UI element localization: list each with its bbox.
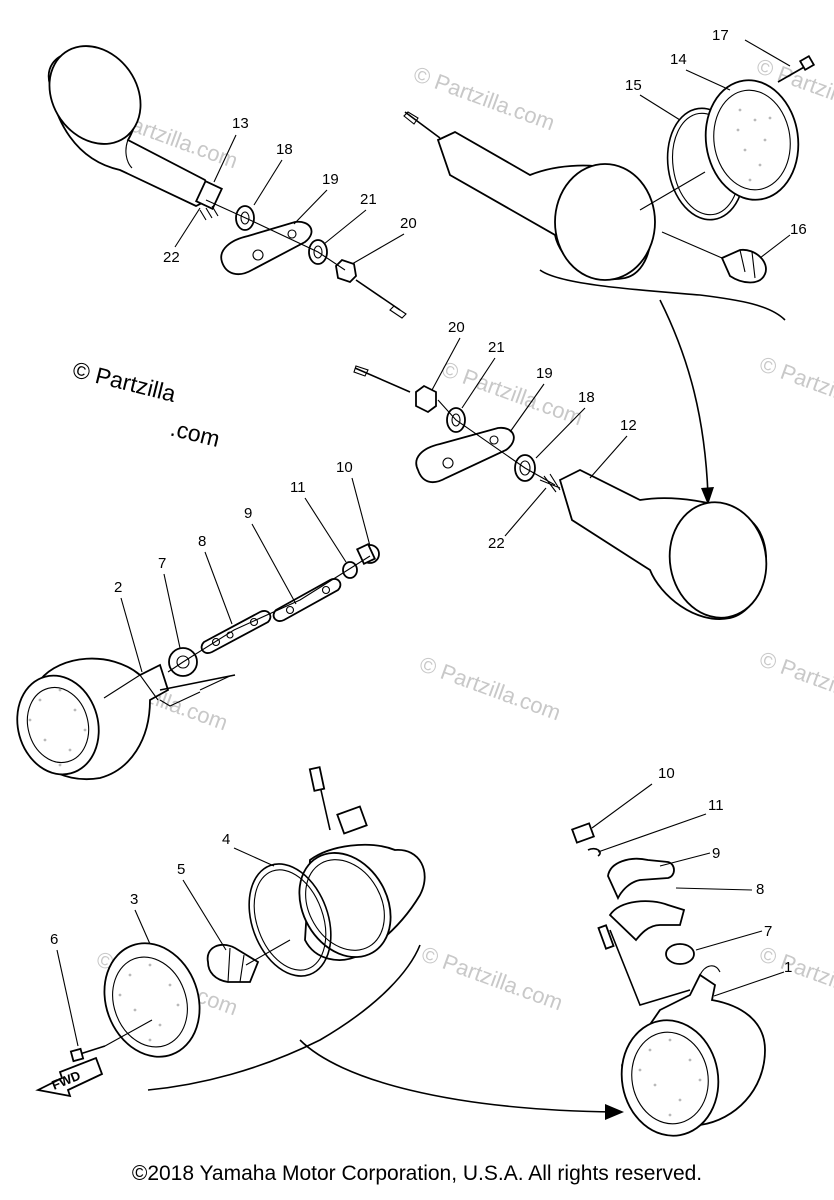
callout-8-left: 8 <box>198 533 206 550</box>
callout-14: 14 <box>670 51 687 68</box>
callout-10-right: 10 <box>658 765 675 782</box>
flasher-assy-bottom-exploded: FWD <box>35 766 426 1098</box>
main-watermark: © Partzilla .com <box>70 356 223 452</box>
lens-stipple-bottom <box>118 963 180 1042</box>
callout-22-top: 22 <box>163 249 180 266</box>
copyright-notice: ©2018 Yamaha Motor Corporation, U.S.A. A… <box>131 1162 703 1185</box>
lens-stipple-bottom-right <box>638 1038 702 1117</box>
callout-9-left: 9 <box>244 505 252 522</box>
callout-11-left: 11 <box>290 479 306 496</box>
callout-15: 15 <box>625 77 642 94</box>
callout-7-left: 7 <box>158 555 166 572</box>
callout-13: 13 <box>232 115 249 132</box>
callout-22-mid: 22 <box>488 535 505 552</box>
callout-7-right: 7 <box>764 923 772 940</box>
assembly-arrowhead-lower <box>605 1104 624 1120</box>
callout-20-top: 20 <box>400 215 417 232</box>
flasher-assy-top-right <box>403 54 816 321</box>
callout-19-mid: 19 <box>536 365 553 382</box>
callout-21-top: 21 <box>360 191 377 208</box>
callout-8-right: 8 <box>756 881 764 898</box>
flasher-assy-bottom-right <box>570 822 766 1137</box>
fwd-direction-arrow: FWD <box>35 1056 104 1098</box>
leader-lines <box>56 39 791 1047</box>
callout-19-top: 19 <box>322 171 339 188</box>
callout-numbers: 13 22 18 19 21 20 14 15 17 16 20 21 19 1… <box>50 27 807 976</box>
watermark-lower-right: © Partzilla.com <box>756 646 834 720</box>
watermark-bottom-right: © Partzilla.com <box>756 941 834 1015</box>
assembly-arrow-lower <box>299 1039 616 1113</box>
callout-11-right: 11 <box>708 797 724 814</box>
callout-16: 16 <box>790 221 807 238</box>
watermark-top-center: © Partzilla.com <box>410 61 558 135</box>
lens-stipple-top-right <box>736 108 772 182</box>
flasher-assy-left-front <box>16 543 380 781</box>
flasher-assy-top-left <box>47 45 407 319</box>
watermark-line2: .com <box>168 415 223 452</box>
callout-2: 2 <box>114 579 122 596</box>
callout-20-mid: 20 <box>448 319 465 336</box>
assembly-arrowhead-upper <box>701 487 714 505</box>
watermark-bottom-center: © Partzilla.com <box>418 941 566 1015</box>
callout-10-left: 10 <box>336 459 353 476</box>
assembly-arrow-upper <box>659 299 709 496</box>
lens-stipple-left-front <box>28 688 87 767</box>
callout-17: 17 <box>712 27 729 44</box>
callout-21-mid: 21 <box>488 339 505 356</box>
callout-9-right: 9 <box>712 845 720 862</box>
callout-5: 5 <box>177 861 185 878</box>
callout-6: 6 <box>50 931 58 948</box>
flasher-assy-middle <box>353 365 768 620</box>
watermark-lower-center: © Partzilla.com <box>416 651 564 725</box>
callout-12: 12 <box>620 417 637 434</box>
watermark-line1: © Partzilla <box>70 356 179 407</box>
callout-18-top: 18 <box>276 141 293 158</box>
watermark-mid-right: © Partzilla.com <box>756 351 834 425</box>
callout-4: 4 <box>222 831 230 848</box>
callout-18-mid: 18 <box>578 389 595 406</box>
callout-3: 3 <box>130 891 138 908</box>
callout-1: 1 <box>784 959 792 976</box>
